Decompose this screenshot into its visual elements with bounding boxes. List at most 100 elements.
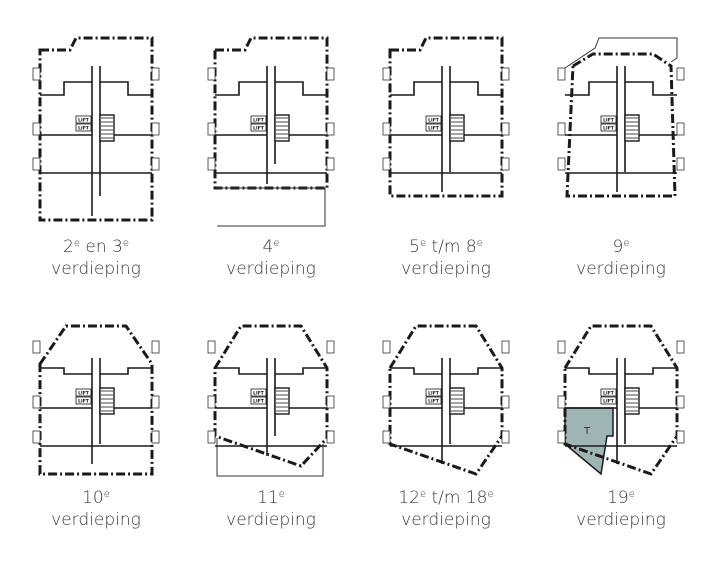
window-bay <box>32 340 41 354</box>
window-bay <box>151 395 160 409</box>
ordinal-suffix: e <box>623 238 630 249</box>
floor-number-text: 9 <box>612 237 624 257</box>
floor-word: verdieping <box>51 259 141 279</box>
exterior-wall <box>565 52 677 198</box>
lift-box <box>250 388 267 397</box>
window-bay <box>151 340 160 354</box>
window-bay <box>326 157 335 171</box>
floor-word: verdieping <box>51 510 141 530</box>
window-bay <box>382 67 391 81</box>
interior-wall <box>625 367 677 375</box>
floor-number-text: 5 <box>409 237 420 257</box>
window-bay <box>676 340 685 354</box>
window-bay <box>382 157 391 171</box>
window-bay <box>676 157 685 171</box>
window-bay <box>382 430 391 444</box>
lift-label: LIFT <box>603 126 615 132</box>
balcony-outline <box>217 187 326 227</box>
window-bay <box>207 340 216 354</box>
lift-label: LIFT <box>603 118 615 124</box>
lift-label: LIFT <box>253 399 265 405</box>
lift-box <box>600 115 617 124</box>
floor-word: verdieping <box>401 259 491 279</box>
stair-core <box>99 387 115 415</box>
lift-label: LIFT <box>78 118 90 124</box>
lift-label: LIFT <box>253 118 265 124</box>
window-bay <box>501 340 510 354</box>
window-bay <box>151 67 160 81</box>
stair-core <box>274 114 290 142</box>
window-bay <box>32 430 41 444</box>
lift-box <box>600 396 617 405</box>
window-bay <box>676 395 685 409</box>
window-bay <box>557 157 566 171</box>
lift-label: LIFT <box>603 391 615 397</box>
stair-core <box>274 387 290 415</box>
lift-box <box>600 388 617 397</box>
floor-number: 10e <box>11 487 181 509</box>
interior-wall <box>450 81 502 96</box>
stair-core <box>449 387 465 415</box>
floor-label-f4: 4e verdieping <box>186 236 356 280</box>
ordinal-suffix: e <box>419 238 427 249</box>
floor-plan-f11: LIFT LIFT <box>207 324 335 477</box>
floor-word: verdieping <box>226 259 316 279</box>
window-bay <box>326 67 335 81</box>
lift-label: LIFT <box>78 391 90 397</box>
window-bay <box>676 122 685 136</box>
lift-box <box>425 115 442 124</box>
lift-box <box>75 396 92 405</box>
window-bay <box>151 157 160 171</box>
floor-number-text: 4 <box>262 237 274 257</box>
stair-core <box>449 114 465 142</box>
floor-word: verdieping <box>401 510 491 530</box>
interior-wall <box>275 367 327 375</box>
floor-number-text: 11 <box>257 488 279 508</box>
ordinal-suffix: e <box>476 238 483 249</box>
floor-number-text: t/m 18 <box>426 488 488 508</box>
ordinal-suffix: e <box>273 238 280 249</box>
stair-core <box>624 114 640 142</box>
window-bay <box>557 340 566 354</box>
window-bay <box>676 430 685 444</box>
ordinal-suffix: e <box>487 489 494 500</box>
balcony-outline <box>216 438 324 477</box>
window-bay <box>326 122 335 136</box>
window-bay <box>207 395 216 409</box>
lift-box <box>75 388 92 397</box>
lift-label: LIFT <box>428 391 440 397</box>
terrace-label: T <box>583 426 591 437</box>
lift-label: LIFT <box>253 391 265 397</box>
exterior-wall <box>38 324 154 476</box>
lift-label: LIFT <box>78 126 90 132</box>
window-bay <box>382 122 391 136</box>
lift-label: LIFT <box>603 399 615 405</box>
interior-wall <box>625 81 677 96</box>
window-bay <box>326 395 335 409</box>
ordinal-suffix: e <box>122 238 129 249</box>
exterior-wall <box>388 36 504 198</box>
window-bay <box>676 67 685 81</box>
floor-number-text: 19 <box>607 488 629 508</box>
interior-wall <box>390 367 442 375</box>
interior-wall <box>275 81 327 96</box>
floor-number: 2e en 3e <box>11 236 181 258</box>
window-bay <box>557 122 566 136</box>
interior-wall <box>40 81 92 96</box>
window-bay <box>326 430 335 444</box>
window-bay <box>501 67 510 81</box>
interior-wall <box>390 81 442 96</box>
lift-box <box>425 123 442 132</box>
lift-box <box>250 396 267 405</box>
floor-number-text: 10 <box>82 488 104 508</box>
lift-box <box>600 123 617 132</box>
